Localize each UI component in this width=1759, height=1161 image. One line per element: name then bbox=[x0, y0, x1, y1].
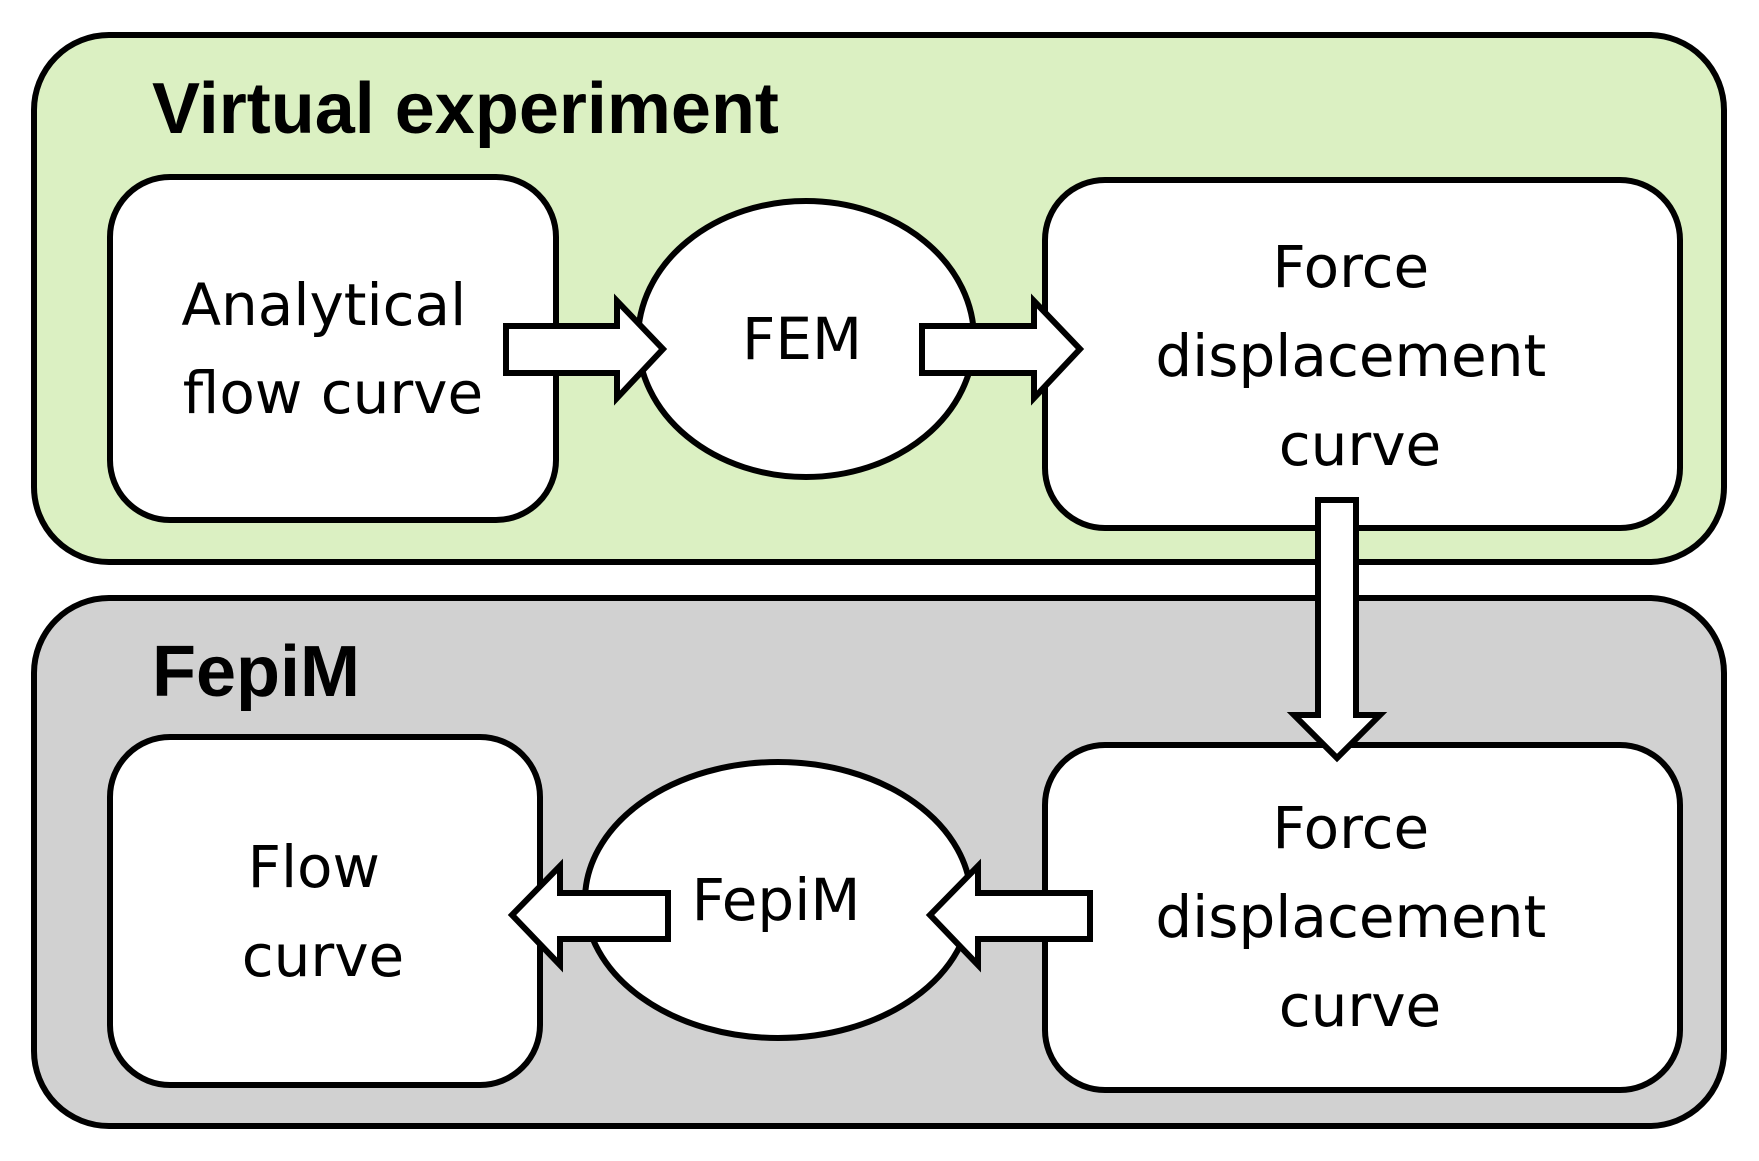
virtual-experiment-group: Virtual experiment Analytical flow curve… bbox=[31, 32, 1727, 565]
force-displacement-curve-label-bottom: Force displacement curve bbox=[1155, 794, 1564, 1040]
analytical-flow-curve-label: Analytical flow curve bbox=[181, 271, 484, 427]
fepim-process-label: FepiM bbox=[692, 866, 861, 934]
arrow-force-displacement-down bbox=[1286, 497, 1388, 763]
arrow-fepim-to-flow-curve bbox=[507, 858, 671, 973]
flow-curve-label: Flow curve bbox=[242, 833, 405, 990]
fem-label: FEM bbox=[742, 305, 862, 373]
analytical-flow-curve-box bbox=[107, 174, 559, 523]
fepim-title: FepiM bbox=[152, 632, 360, 712]
virtual-experiment-title: Virtual experiment bbox=[152, 69, 779, 149]
fepim-group: FepiM Flow curve FepiM Force displacemen… bbox=[31, 595, 1727, 1129]
force-displacement-curve-label-top: Force displacement curve bbox=[1155, 233, 1564, 479]
arrow-fem-to-force-displacement bbox=[919, 293, 1085, 406]
arrow-analytical-to-fem bbox=[503, 293, 668, 406]
flow-curve-box bbox=[107, 734, 543, 1088]
arrow-force-displacement-to-fepim bbox=[925, 858, 1093, 973]
